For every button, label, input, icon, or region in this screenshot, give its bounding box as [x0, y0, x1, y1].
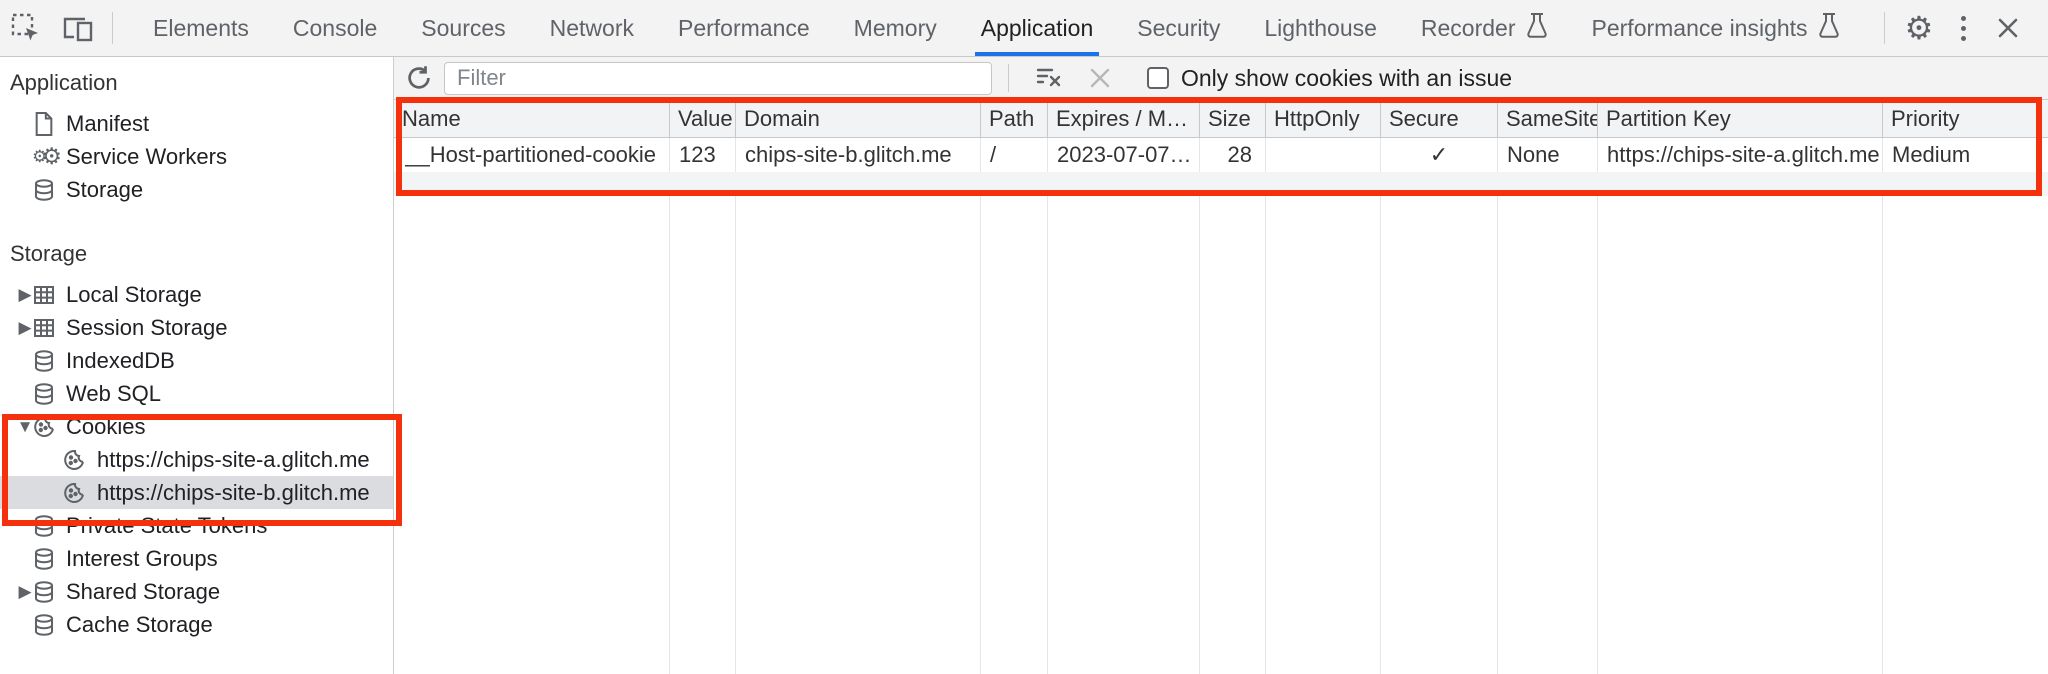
- refresh-icon[interactable]: [394, 63, 444, 93]
- database-icon: [30, 512, 58, 540]
- database-icon: [30, 176, 58, 204]
- document-icon: [30, 110, 58, 138]
- cookie-icon: [60, 446, 88, 474]
- panel-tabs: Elements Console Sources Network Perform…: [131, 0, 1862, 56]
- sidebar-item-cookies-site-b[interactable]: https://chips-site-b.glitch.me: [0, 476, 393, 509]
- sidebar-item-indexeddb[interactable]: IndexedDB: [0, 344, 393, 377]
- cell-secure-checkmark[interactable]: ✓: [1381, 138, 1498, 172]
- cookie-table-row[interactable]: __Host-partitioned-cookie 123 chips-site…: [394, 138, 2048, 172]
- cell-path[interactable]: /: [981, 138, 1048, 172]
- tab-recorder[interactable]: Recorder: [1399, 0, 1570, 56]
- database-icon: [30, 545, 58, 573]
- cell-value[interactable]: 123: [670, 138, 736, 172]
- column-header-path[interactable]: Path: [981, 100, 1048, 137]
- toolbar-separator: [112, 12, 113, 44]
- column-header-samesite[interactable]: SameSite: [1498, 100, 1598, 137]
- column-header-size[interactable]: Size: [1200, 100, 1266, 137]
- column-header-value[interactable]: Value: [670, 100, 736, 137]
- table-grid-icon: [30, 281, 58, 309]
- cell-expires[interactable]: 2023-07-07…: [1048, 138, 1200, 172]
- close-devtools-icon[interactable]: [1982, 0, 2034, 56]
- settings-gear-icon[interactable]: ⚙: [1904, 10, 1934, 46]
- cookie-icon: [30, 413, 58, 441]
- cell-partition-key[interactable]: https://chips-site-a.glitch.me: [1598, 138, 1883, 172]
- inspect-element-icon[interactable]: [0, 0, 52, 56]
- filter-input[interactable]: [444, 61, 992, 95]
- cookies-panel: Only show cookies with an issue Name Val…: [394, 57, 2048, 674]
- cell-size[interactable]: 28: [1200, 138, 1266, 172]
- sidebar-item-local-storage[interactable]: ▶ Local Storage: [0, 278, 393, 311]
- cell-priority[interactable]: Medium: [1892, 142, 1971, 167]
- cell-samesite[interactable]: None: [1498, 138, 1598, 172]
- table-grid-icon: [30, 314, 58, 342]
- device-toolbar-icon[interactable]: [52, 0, 104, 56]
- tab-console[interactable]: Console: [292, 14, 378, 41]
- tab-application[interactable]: Application: [959, 0, 1116, 56]
- tab-performance[interactable]: Performance: [678, 14, 810, 41]
- tab-security[interactable]: Security: [1137, 14, 1221, 41]
- experiment-flask-icon: [1818, 12, 1840, 44]
- toolbar-right-controls: ⚙: [1876, 0, 2048, 56]
- database-icon: [30, 347, 58, 375]
- sidebar-item-cache-storage[interactable]: Cache Storage: [0, 608, 393, 641]
- toolbar-separator: [1884, 12, 1885, 44]
- experiment-flask-icon: [1526, 12, 1548, 44]
- cookie-table: Name Value Domain Path Expires / M… Size…: [394, 100, 2048, 674]
- cookies-filter-toolbar: Only show cookies with an issue: [394, 57, 2048, 100]
- sidebar-item-cookies[interactable]: ▼ Cookies: [16, 413, 146, 441]
- expand-arrow-icon[interactable]: ▶: [18, 581, 32, 601]
- sidebar-item-cookies-site-a[interactable]: https://chips-site-a.glitch.me: [0, 443, 393, 476]
- tab-network[interactable]: Network: [549, 14, 634, 41]
- sidebar-item-shared-storage[interactable]: ▶ Shared Storage: [0, 575, 393, 608]
- sidebar-item-interest-groups[interactable]: Interest Groups: [0, 542, 393, 575]
- column-header-expires[interactable]: Expires / M…: [1048, 100, 1200, 137]
- column-header-name[interactable]: Name: [394, 100, 670, 137]
- cell-domain[interactable]: chips-site-b.glitch.me: [736, 138, 981, 172]
- expand-arrow-icon[interactable]: ▶: [18, 284, 32, 304]
- tab-lighthouse[interactable]: Lighthouse: [1264, 14, 1377, 41]
- delete-icon[interactable]: [1075, 65, 1125, 91]
- column-header-secure[interactable]: Secure: [1381, 100, 1498, 137]
- column-header-domain[interactable]: Domain: [736, 100, 981, 137]
- sidebar-section-storage: Storage: [10, 241, 88, 266]
- application-panel-sidebar: Application Manifest ⚙⚙ Service Workers …: [0, 57, 394, 674]
- issue-filter-checkbox[interactable]: [1147, 67, 1169, 89]
- cookie-icon: [60, 479, 88, 507]
- column-header-httponly[interactable]: HttpOnly: [1266, 100, 1381, 137]
- service-worker-icon: ⚙⚙: [32, 143, 62, 169]
- filter-separator: [1008, 64, 1009, 92]
- expand-arrow-icon[interactable]: ▶: [18, 317, 32, 337]
- table-filler-stripe: [394, 172, 2048, 196]
- sidebar-item-private-state-tokens[interactable]: Private State Tokens: [0, 509, 393, 542]
- database-icon: [30, 611, 58, 639]
- column-header-priority[interactable]: Priority: [1891, 105, 1960, 131]
- sidebar-item-manifest[interactable]: Manifest: [0, 107, 393, 140]
- tab-memory[interactable]: Memory: [853, 14, 937, 41]
- database-icon: [30, 380, 58, 408]
- cell-name[interactable]: __Host-partitioned-cookie: [394, 138, 670, 172]
- issue-filter-label: Only show cookies with an issue: [1181, 64, 1513, 91]
- table-column-guides: [394, 100, 2048, 674]
- sidebar-item-session-storage[interactable]: ▶ Session Storage: [0, 311, 393, 344]
- sidebar-item-service-workers[interactable]: ⚙⚙ Service Workers: [0, 140, 393, 173]
- more-options-icon[interactable]: [1945, 15, 1982, 41]
- clear-filter-icon[interactable]: [1023, 65, 1075, 91]
- sidebar-section-application: Application: [10, 70, 118, 95]
- tab-performance-insights[interactable]: Performance insights: [1570, 0, 1862, 56]
- tab-sources[interactable]: Sources: [421, 14, 506, 41]
- database-icon: [30, 578, 58, 606]
- table-header-row: Name Value Domain Path Expires / M… Size…: [394, 100, 2048, 138]
- devtools-tab-bar: Elements Console Sources Network Perform…: [0, 0, 2048, 57]
- tab-elements[interactable]: Elements: [153, 14, 249, 41]
- sidebar-item-storage[interactable]: Storage: [0, 173, 393, 206]
- column-header-partition-key[interactable]: Partition Key: [1598, 100, 1883, 137]
- sidebar-item-web-sql[interactable]: Web SQL: [0, 377, 393, 410]
- cell-httponly[interactable]: [1266, 138, 1381, 172]
- collapse-arrow-icon[interactable]: ▼: [16, 416, 34, 436]
